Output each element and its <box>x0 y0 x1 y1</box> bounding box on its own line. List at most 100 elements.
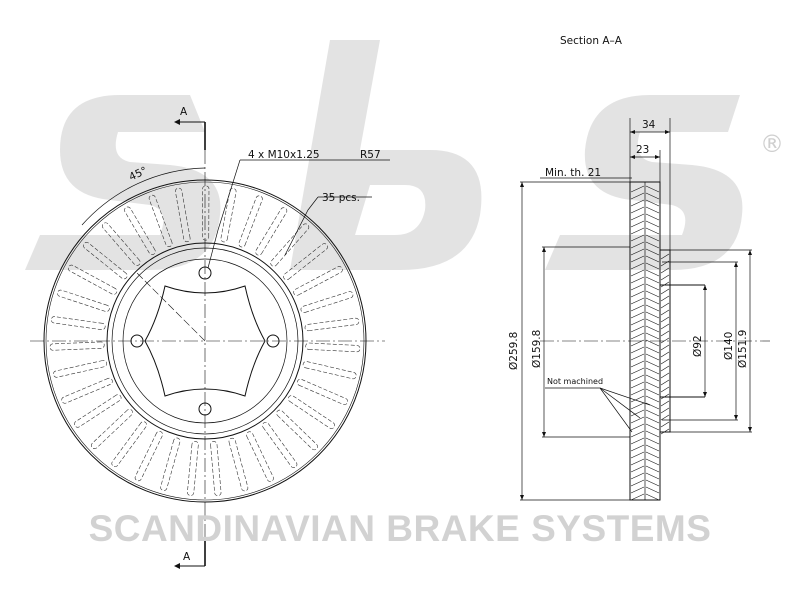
front-view <box>30 119 390 569</box>
hatch-line <box>630 227 645 235</box>
hatch-line <box>645 479 660 487</box>
hatch-line <box>645 192 660 200</box>
angle-reference-line <box>134 270 206 342</box>
dimension-arrowhead <box>734 415 738 420</box>
hatch-line <box>645 234 660 242</box>
hatch-line <box>645 339 660 347</box>
vent-slot <box>74 394 122 428</box>
bolt-leader <box>207 159 241 269</box>
hatch-line <box>630 395 645 403</box>
outer-dia-label: Ø259.8 <box>508 332 520 370</box>
vent-slot <box>276 409 318 451</box>
hatch-line <box>645 360 660 368</box>
hatch-line <box>645 332 660 340</box>
hatch-line <box>660 386 670 393</box>
hatch-line <box>645 276 660 284</box>
hatch-line <box>645 346 660 354</box>
hatch-line <box>630 388 645 396</box>
hatch-line <box>630 234 645 242</box>
dimension-arrowhead <box>542 432 546 437</box>
hatch-line <box>645 311 660 319</box>
hatch-line <box>645 486 660 494</box>
hatch-line <box>645 409 660 417</box>
hatch-line <box>645 283 660 291</box>
section-marker-bottom-label: A <box>183 551 191 563</box>
hatch-line <box>630 318 645 326</box>
vent-slot <box>49 341 105 351</box>
vent-slot <box>53 360 107 378</box>
hatch-line <box>645 472 660 480</box>
not-machined-note: Not machined <box>547 377 603 386</box>
hatch-line <box>660 365 670 372</box>
hatch-line <box>630 451 645 459</box>
hatch-line <box>645 402 660 410</box>
hatch-line <box>660 253 670 260</box>
vent-slot <box>202 185 210 241</box>
vent-count-label: 35 pcs. <box>322 192 360 204</box>
hatch-line <box>645 416 660 424</box>
vent-slot <box>288 395 335 429</box>
hatch-line <box>645 367 660 375</box>
section-marker-top-label: A <box>180 106 188 118</box>
vent-slot <box>68 264 118 295</box>
hatch-line <box>645 227 660 235</box>
hatch-line <box>645 465 660 473</box>
hatch-line <box>645 423 660 431</box>
vent-slot <box>175 187 191 243</box>
hatch-line <box>630 325 645 333</box>
bolt-spec-label: 4 x M10x1.25 <box>248 149 320 161</box>
hatch-line <box>630 262 645 270</box>
hatch-line <box>645 437 660 445</box>
hatch-line <box>660 295 670 302</box>
vent-slot <box>102 222 141 266</box>
hatch-line <box>630 332 645 340</box>
dimension-arrowhead <box>520 182 524 187</box>
hatch-line <box>630 486 645 494</box>
hatch-line <box>645 430 660 438</box>
vent-leader <box>284 196 319 256</box>
registered-mark: ® <box>760 130 784 158</box>
dimension-arrows <box>520 130 752 500</box>
hatch-line <box>660 358 670 365</box>
section-arrow-top <box>174 119 180 125</box>
not-machined-leader-2 <box>599 387 641 419</box>
dimension-arrowhead <box>665 130 670 134</box>
width-total-label: 34 <box>642 119 656 131</box>
vent-slot <box>262 421 298 468</box>
vent-slot <box>61 377 113 404</box>
vent-slot <box>270 223 310 267</box>
hatch-line <box>660 407 670 414</box>
hatch-line <box>630 360 645 368</box>
hatch-line <box>645 241 660 249</box>
vent-slot <box>91 409 133 449</box>
hatch-line <box>630 423 645 431</box>
hatch-line <box>630 493 645 501</box>
vent-slot <box>228 437 249 492</box>
hatch-line <box>645 206 660 214</box>
hatch-line <box>630 374 645 382</box>
vent-slot <box>300 291 354 313</box>
hatch-line <box>645 444 660 452</box>
hatch-line <box>630 276 645 284</box>
hatch-line <box>630 437 645 445</box>
vent-slot <box>83 242 128 280</box>
hatch-line <box>630 248 645 256</box>
hatch-line <box>630 353 645 361</box>
hatch-line <box>630 367 645 375</box>
vent-slot <box>305 342 361 353</box>
vent-slot <box>304 317 360 332</box>
angle-arc <box>81 167 206 226</box>
hatch-line <box>630 241 645 249</box>
section-hatching <box>630 185 670 501</box>
hatch-line <box>630 192 645 200</box>
hatch-line <box>645 451 660 459</box>
hatch-line <box>660 400 670 407</box>
hatch-line <box>645 381 660 389</box>
hatch-line <box>645 199 660 207</box>
hatch-line <box>630 185 645 193</box>
hatch-line <box>645 318 660 326</box>
hatch-line <box>660 337 670 344</box>
section-arrow-bottom <box>174 563 180 569</box>
hatch-line <box>645 297 660 305</box>
